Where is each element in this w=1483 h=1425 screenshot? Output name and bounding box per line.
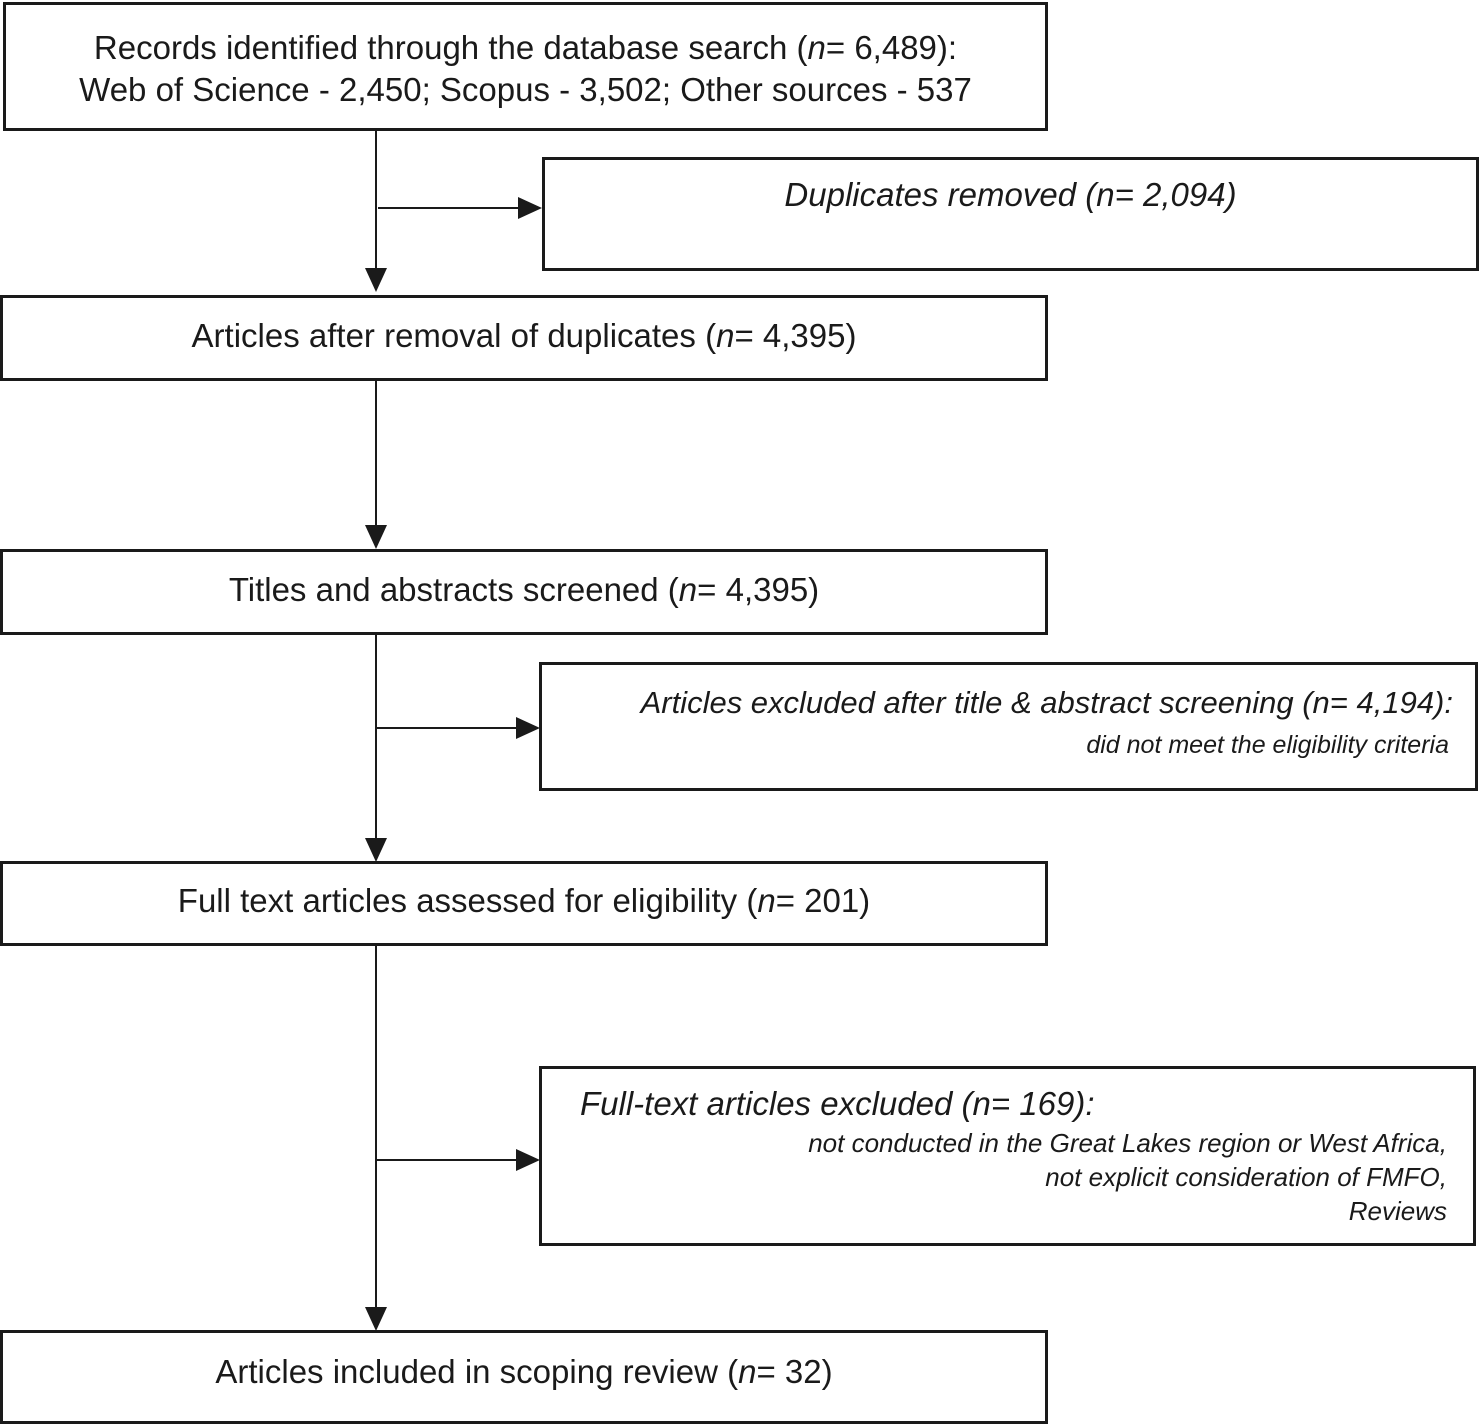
arrowhead [365,268,387,292]
full-text-assessed-label: Full text articles assessed for eligibil… [3,880,1045,922]
n-symbol: n [757,882,776,919]
text-segment: = 201) [775,882,871,919]
arrowhead [516,717,540,739]
full-text-excluded-reason-1: not conducted in the Great Lakes region … [808,1128,1447,1158]
records-identified-box: Records identified through the database … [3,2,1048,131]
duplicates-removed-label: Duplicates removed (n= 2,094) [784,176,1237,213]
articles-after-duplicates-box: Articles after removal of duplicates (n=… [0,295,1048,381]
articles-after-duplicates-label: Articles after removal of duplicates (n=… [3,315,1045,357]
text-segment: Articles after removal of duplicates ( [191,317,717,354]
n-symbol: n [716,317,735,354]
excluded-after-screening-title: Articles excluded after title & abstract… [640,685,1453,720]
duplicates-removed-box: Duplicates removed (n= 2,094) [542,157,1479,271]
arrowhead [365,1307,387,1331]
titles-abstracts-screened-box: Titles and abstracts screened (n= 4,395) [0,549,1048,635]
arrowhead [518,197,542,219]
arrowhead [365,525,387,549]
arrowhead [365,838,387,862]
excluded-after-screening-box: Articles excluded after title & abstract… [539,662,1478,791]
full-text-excluded-reason-2: not explicit consideration of FMFO, [1045,1162,1447,1192]
n-symbol: n [678,571,698,608]
articles-included-label: Articles included in scoping review (n= … [3,1351,1045,1393]
n-symbol: n [807,29,826,66]
excluded-after-screening-reason: did not meet the eligibility criteria [1086,731,1449,759]
text-segment: = 6,489): [825,29,958,66]
full-text-excluded-title: Full-text articles excluded (n= 169): [580,1085,1095,1122]
text-segment: Full text articles assessed for eligibil… [177,882,758,919]
arrowhead [516,1149,540,1171]
records-identified-line1: Records identified through the database … [6,27,1045,69]
text-segment: = 4,395) [734,317,857,354]
text-segment: Titles and abstracts screened ( [228,571,679,608]
titles-abstracts-screened-label: Titles and abstracts screened (n= 4,395) [3,569,1045,611]
text-segment: = 32) [756,1353,833,1390]
full-text-excluded-reason-3: Reviews [1348,1196,1447,1226]
full-text-excluded-box: Full-text articles excluded (n= 169): no… [539,1066,1476,1246]
n-symbol: n [738,1353,757,1390]
records-identified-line2: Web of Science - 2,450; Scopus - 3,502; … [79,71,972,108]
text-segment: Records identified through the database … [93,29,808,66]
articles-included-box: Articles included in scoping review (n= … [0,1330,1048,1424]
text-segment: = 4,395) [697,571,820,608]
full-text-assessed-box: Full text articles assessed for eligibil… [0,861,1048,946]
text-segment: Articles included in scoping review ( [215,1353,739,1390]
